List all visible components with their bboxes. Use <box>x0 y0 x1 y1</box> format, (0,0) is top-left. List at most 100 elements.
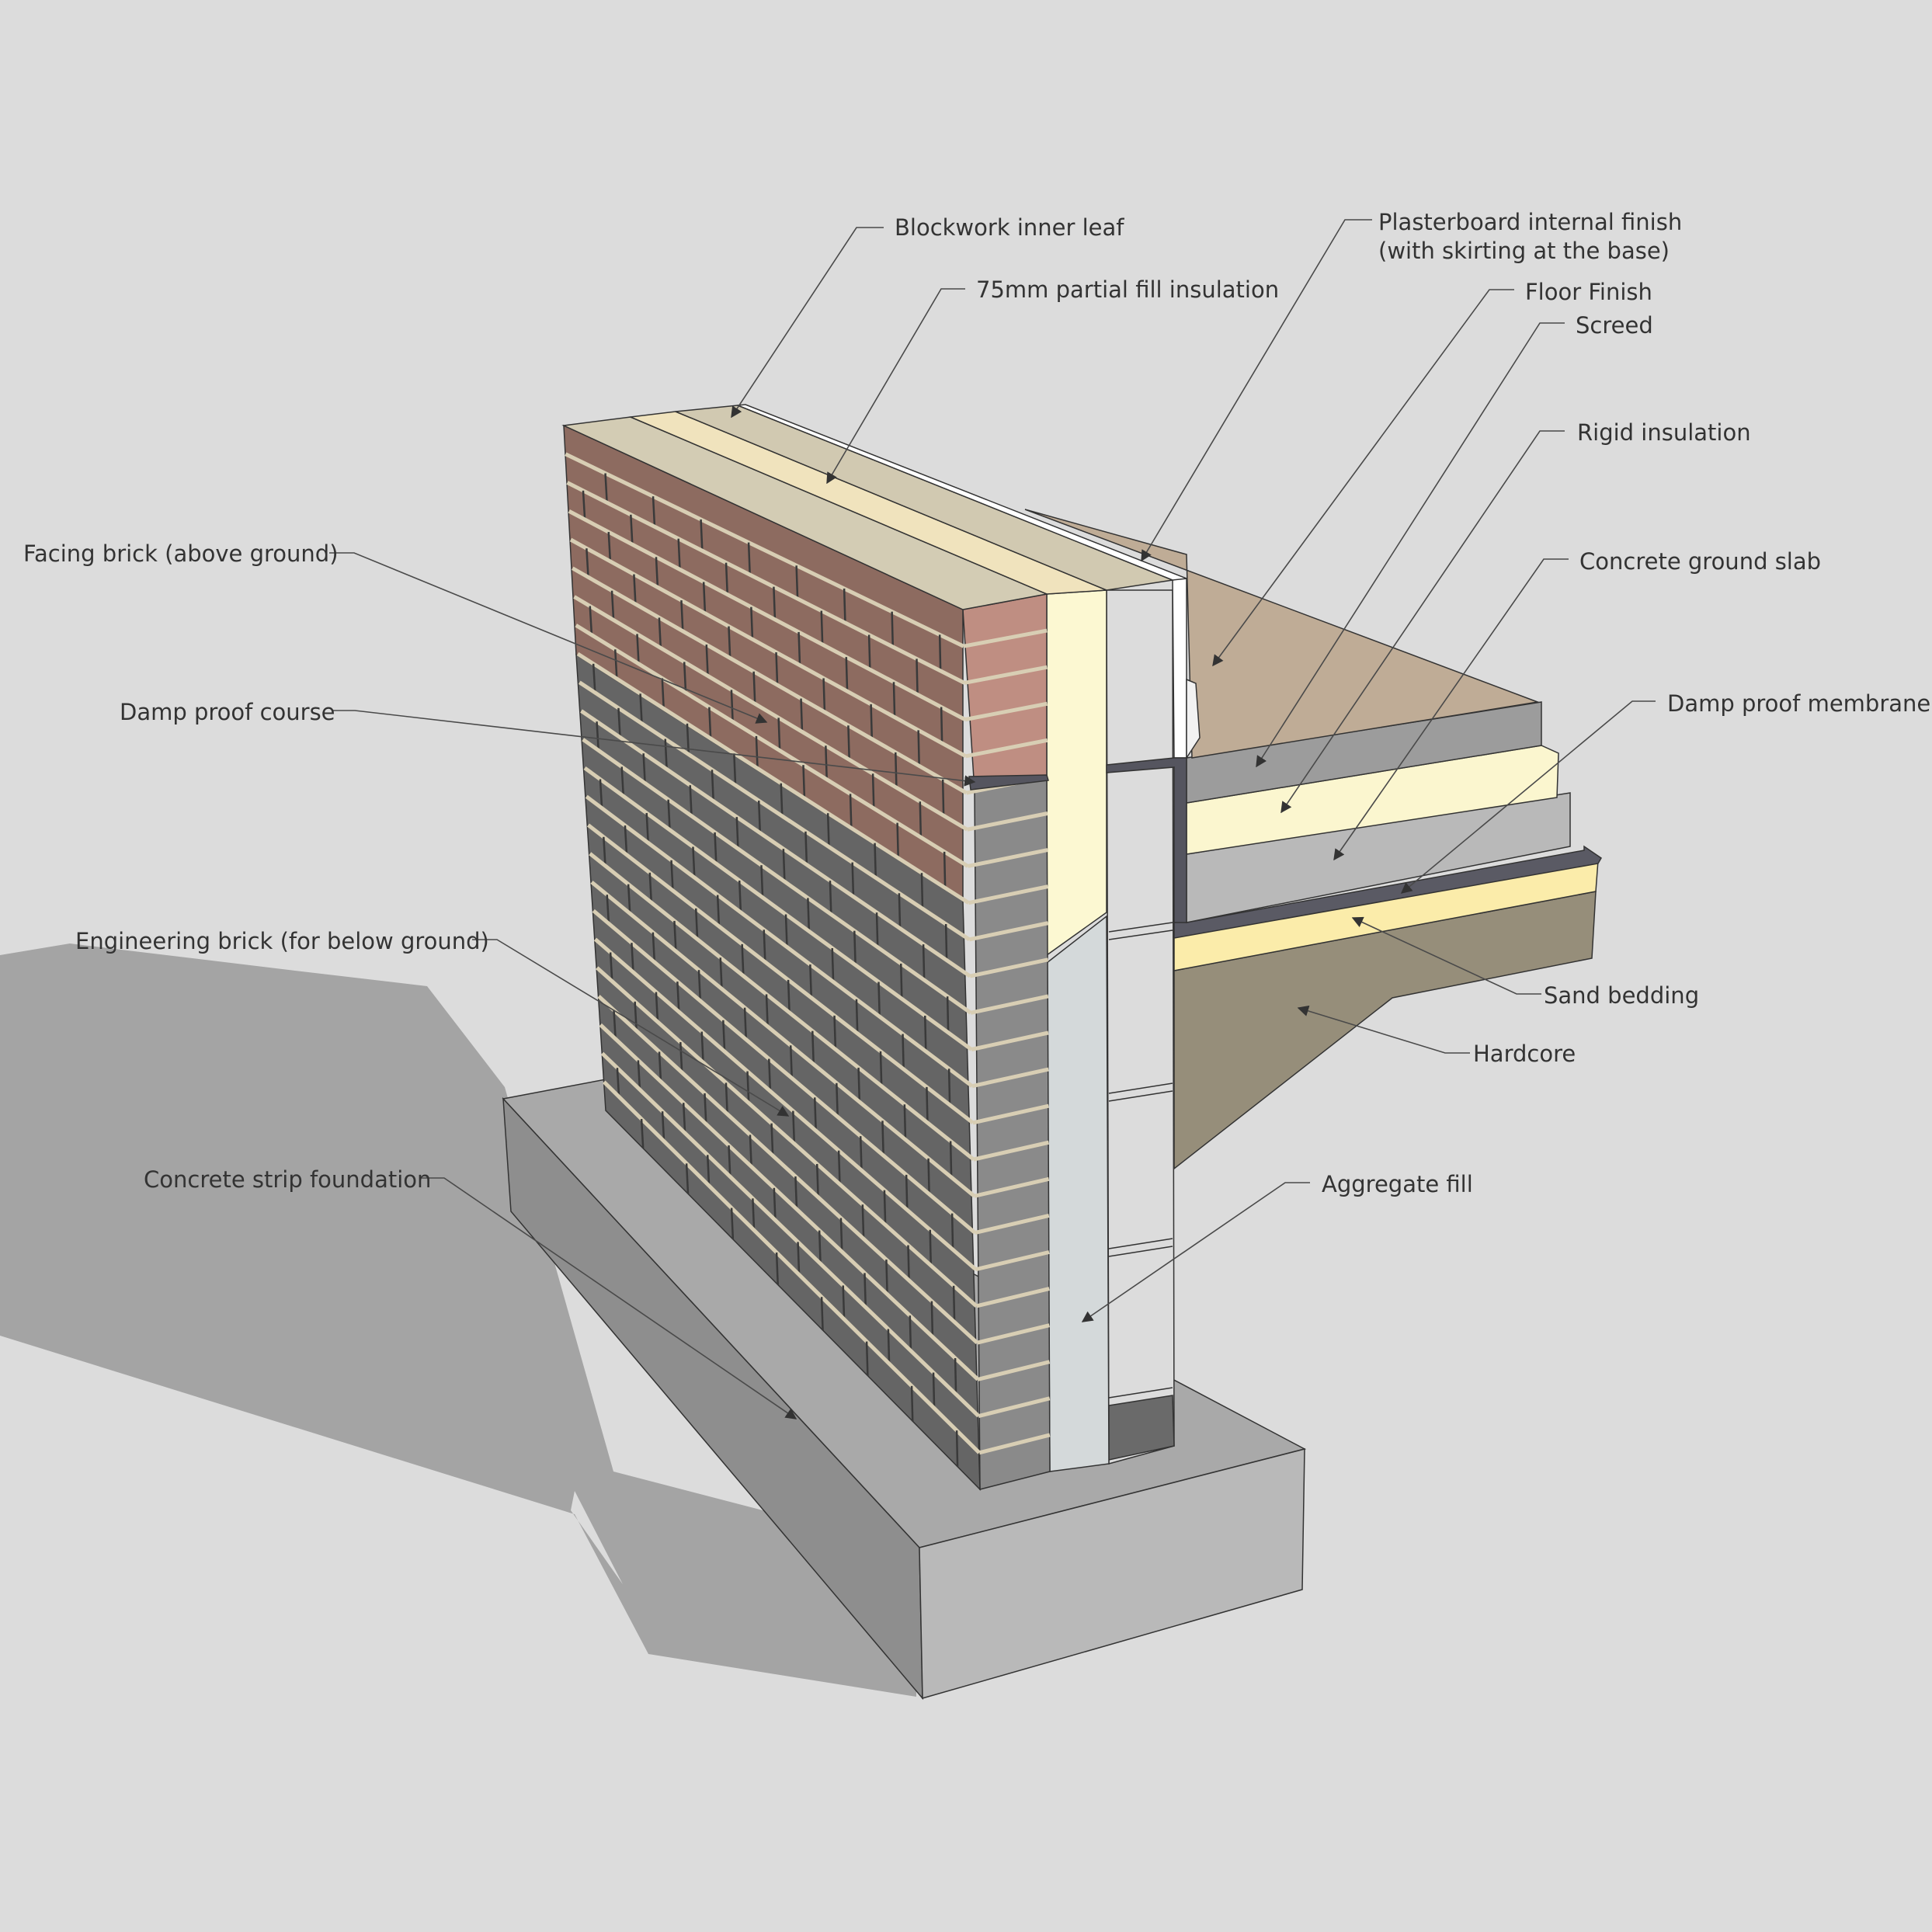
brick-perpend-joint <box>636 634 640 664</box>
label-blockwork-inner-leaf: Blockwork inner leaf <box>895 214 1124 241</box>
partial-fill-insulation <box>1046 589 1107 957</box>
brick-perpend-joint <box>923 1015 927 1051</box>
brick-perpend-joint <box>664 738 668 770</box>
brick-perpend-joint <box>949 1141 953 1178</box>
brick-perpend-joint <box>716 895 721 926</box>
brick-perpend-joint <box>883 1190 887 1225</box>
brick-perpend-joint <box>927 1158 930 1194</box>
brick-perpend-joint <box>887 1329 891 1364</box>
brick-perpend-joint <box>645 812 649 843</box>
brick-perpend-joint <box>658 617 662 648</box>
brick-course-joint <box>597 995 979 1345</box>
brick-perpend-joint <box>881 1121 884 1156</box>
brick-perpend-joint <box>833 1015 837 1050</box>
skirting-board <box>1186 678 1201 760</box>
brick-perpend-joint <box>825 745 828 780</box>
brick-perpend-joint <box>815 1163 819 1197</box>
leader-blockwork-inner-leaf <box>731 227 884 419</box>
brick-perpend-joint <box>700 519 704 551</box>
brick-perpend-joint <box>863 1273 867 1308</box>
label-partial-fill-insulation: 75mm partial fill insulation <box>976 276 1279 303</box>
brick-perpend-joint <box>724 1082 728 1114</box>
brick-perpend-joint <box>747 542 751 575</box>
end-course-joint <box>978 1433 1051 1455</box>
brick-perpend-joint <box>792 1110 796 1144</box>
brick-perpend-joint <box>891 611 895 648</box>
brick-perpend-joint <box>831 947 835 982</box>
leader-engineering-brick <box>472 939 790 1117</box>
brick-perpend-joint <box>797 631 801 665</box>
brick-perpend-joint <box>599 779 603 808</box>
brick-perpend-joint <box>613 1009 617 1040</box>
brick-perpend-joint <box>719 957 723 989</box>
end-course-joint <box>973 1140 1050 1162</box>
leader-partial-fill-insulation <box>826 288 965 485</box>
label-engineering-brick: Engineering brick (for below ground) <box>75 928 489 954</box>
label-rigid-insulation: Rigid insulation <box>1577 419 1751 446</box>
leader-hardcore <box>1297 1005 1470 1054</box>
end-course-joint <box>968 884 1048 905</box>
leader-facing-brick <box>329 552 768 724</box>
brick-perpend-joint <box>757 801 762 833</box>
brick-perpend-joint <box>604 473 608 503</box>
leader-sand-bedding <box>1351 916 1541 995</box>
label-screed: Screed <box>1576 312 1653 339</box>
brick-perpend-joint <box>794 1176 798 1210</box>
aggregate-fill <box>1046 915 1110 1472</box>
brick-perpend-joint <box>775 1252 779 1285</box>
blockwork-inner-leaf <box>1106 589 1175 1465</box>
brick-perpend-joint <box>676 981 680 1013</box>
brick-perpend-joint <box>733 753 737 786</box>
end-course-joint <box>967 811 1048 832</box>
brick-perpend-joint <box>610 590 615 620</box>
brick-perpend-joint <box>728 1145 731 1177</box>
brick-course-joint <box>602 1080 981 1454</box>
plasterboard-finish <box>1172 578 1201 760</box>
end-course-joint <box>975 1250 1050 1272</box>
brick-perpend-joint <box>946 996 950 1033</box>
brick-perpend-joint <box>845 657 849 692</box>
label-sand-bedding: Sand bedding <box>1544 982 1699 1009</box>
brick-perpend-joint <box>620 766 625 797</box>
end-course-joint <box>969 957 1049 978</box>
brick-course-joint <box>590 881 976 1198</box>
brick-perpend-joint <box>784 914 788 947</box>
label-concrete-strip-foundation: Concrete strip foundation <box>144 1166 431 1193</box>
brick-course-joint <box>575 624 969 868</box>
foundation-front-face <box>919 1448 1305 1699</box>
brick-perpend-joint <box>885 1260 888 1294</box>
brick-perpend-joint <box>802 765 806 799</box>
leader-screed <box>1256 322 1565 768</box>
end-course-joint <box>967 848 1048 868</box>
brick-perpend-joint <box>930 1301 934 1337</box>
brick-perpend-joint <box>849 794 853 829</box>
brick-perpend-joint <box>749 1135 752 1167</box>
brick-perpend-joint <box>926 1086 929 1123</box>
brick-perpend-joint <box>775 652 779 686</box>
leader-damp-proof-membrane <box>1400 700 1656 894</box>
brick-course-joint <box>568 509 966 721</box>
brick-perpend-joint <box>760 865 764 898</box>
label-plasterboard-line1: Plasterboard internal finish <box>1378 209 1682 235</box>
end-course-joint <box>975 1213 1050 1235</box>
brick-course-joint <box>600 1051 980 1418</box>
brick-perpend-joint <box>902 1034 905 1069</box>
brick-perpend-joint <box>633 574 637 605</box>
brick-perpend-joint <box>770 1123 774 1156</box>
brick-perpend-joint <box>694 908 699 940</box>
floor-finish-layer <box>1024 509 1540 759</box>
end-course-joint <box>976 1323 1050 1345</box>
end-course-joint <box>975 1287 1050 1308</box>
brick-perpend-joint <box>667 799 671 830</box>
label-hardcore: Hardcore <box>1473 1041 1576 1067</box>
brick-perpend-joint <box>708 707 712 739</box>
brick-perpend-joint <box>624 825 628 855</box>
label-concrete-ground-slab: Concrete ground slab <box>1579 548 1821 575</box>
brick-perpend-joint <box>730 1208 735 1239</box>
brick-perpend-joint <box>639 693 643 724</box>
brick-perpend-joint <box>685 1163 690 1194</box>
outer-leaf-end-face <box>962 593 1051 1490</box>
brick-perpend-joint <box>682 1103 686 1134</box>
brick-perpend-joint <box>763 930 766 962</box>
